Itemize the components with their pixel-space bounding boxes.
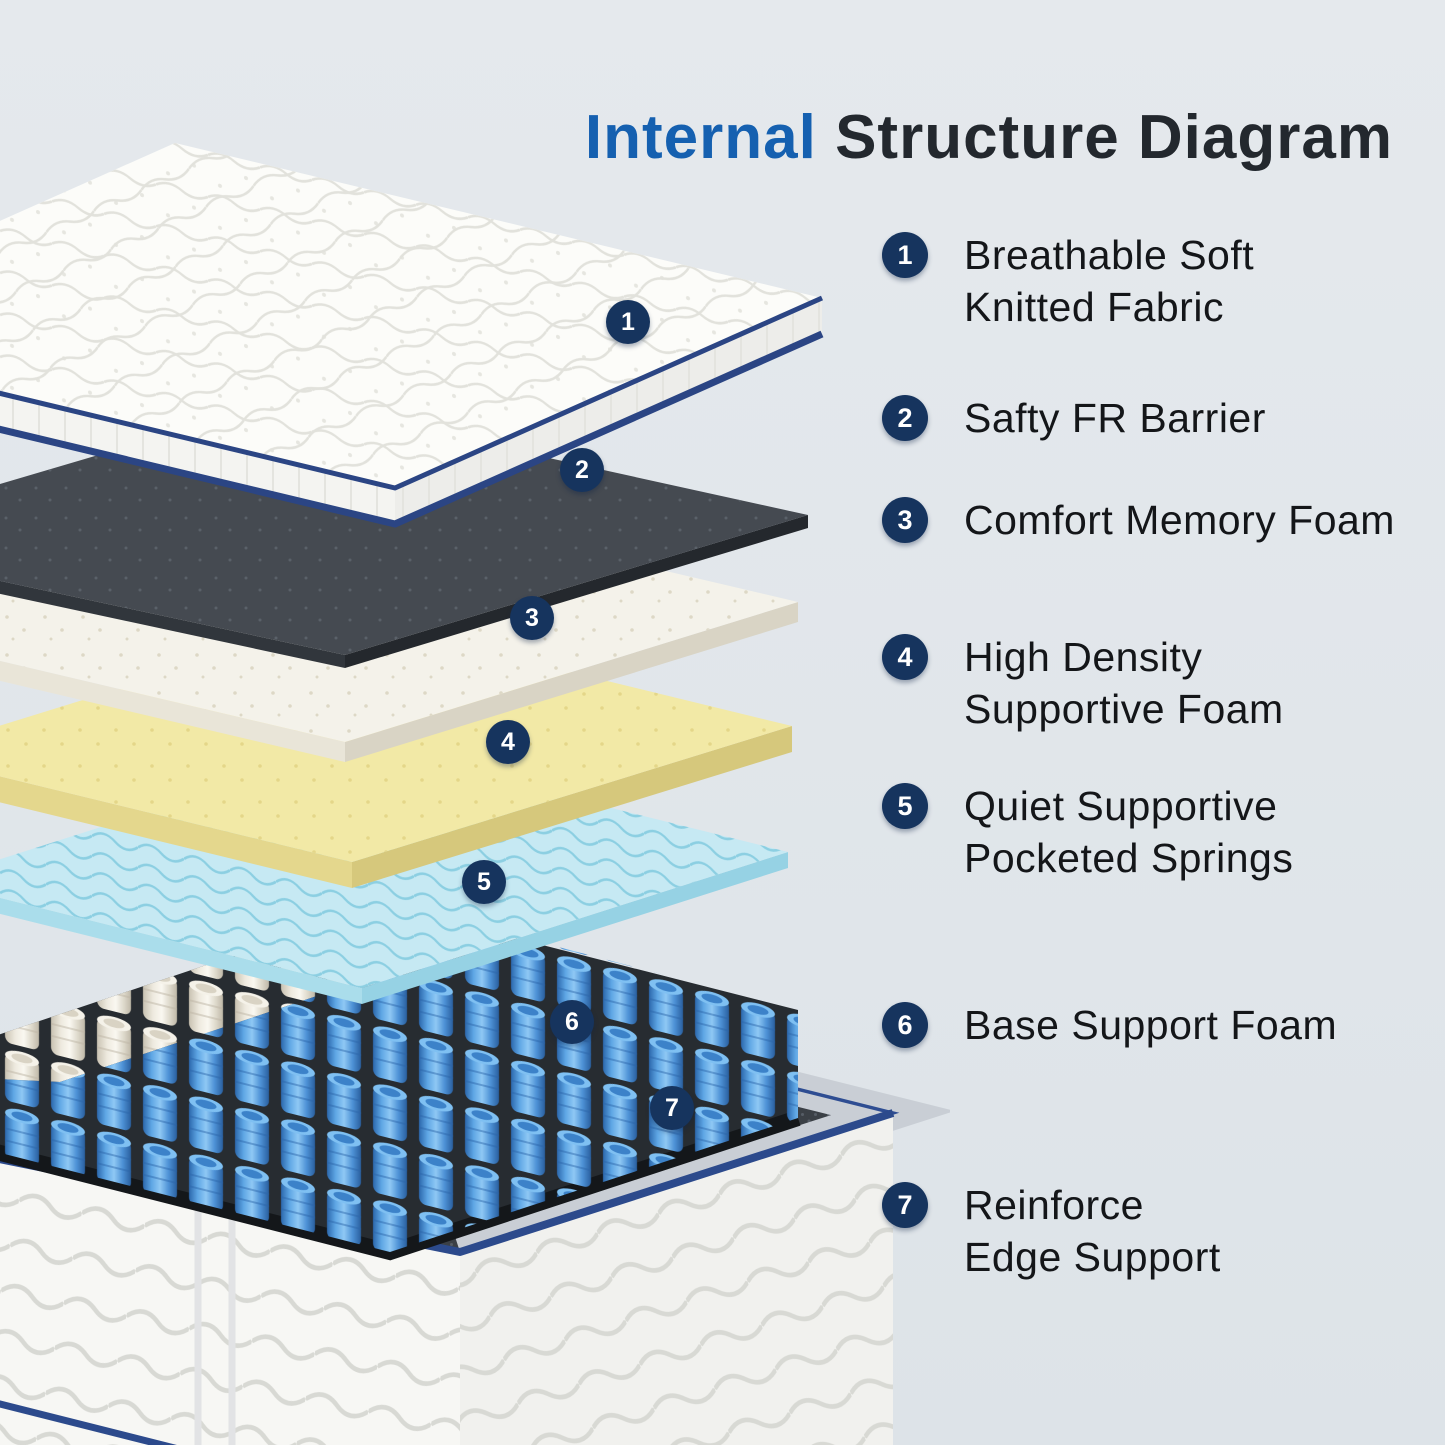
- diagram-marker-4: 4: [486, 720, 530, 764]
- legend-label-line: Knitted Fabric: [964, 284, 1224, 330]
- legend-label-line: Edge Support: [964, 1234, 1221, 1280]
- diagram-marker-1: 1: [606, 300, 650, 344]
- legend-label: Reinforce Edge Support: [964, 1179, 1221, 1283]
- diagram-marker-7: 7: [650, 1086, 694, 1130]
- legend-item-2: 2 Safty FR Barrier: [882, 392, 1266, 444]
- legend-item-4: 4 High Density Supportive Foam: [882, 631, 1284, 735]
- legend-label-line: Comfort Memory Foam: [964, 497, 1395, 543]
- diagram-marker-3: 3: [510, 596, 554, 640]
- mattress-illustration: [0, 143, 950, 1445]
- legend-label-line: Safty FR Barrier: [964, 395, 1266, 441]
- legend-label: Safty FR Barrier: [964, 392, 1266, 444]
- legend-number-badge: 4: [882, 634, 928, 680]
- legend-number-badge: 2: [882, 395, 928, 441]
- legend-item-1: 1 Breathable Soft Knitted Fabric: [882, 229, 1254, 333]
- legend-number-badge: 5: [882, 783, 928, 829]
- legend-label-line: Quiet Supportive: [964, 783, 1278, 829]
- legend-label-line: Base Support Foam: [964, 1002, 1338, 1048]
- diagram-marker-5: 5: [462, 860, 506, 904]
- page-title: Internal Structure Diagram: [585, 102, 1393, 173]
- legend-item-7: 7 Reinforce Edge Support: [882, 1179, 1221, 1283]
- legend-label: Breathable Soft Knitted Fabric: [964, 229, 1254, 333]
- legend-item-6: 6 Base Support Foam: [882, 999, 1337, 1051]
- legend-label: Quiet Supportive Pocketed Springs: [964, 780, 1293, 884]
- legend-label: Base Support Foam: [964, 999, 1337, 1051]
- legend-label-line: Supportive Foam: [964, 686, 1284, 732]
- legend-number-badge: 7: [882, 1182, 928, 1228]
- diagram-marker-6: 6: [550, 1000, 594, 1044]
- legend-number-badge: 3: [882, 497, 928, 543]
- legend-label-line: Reinforce: [964, 1182, 1144, 1228]
- legend-label-line: Breathable Soft: [964, 232, 1255, 278]
- layer-knitted-fabric: [0, 143, 824, 528]
- diagram-marker-2: 2: [560, 448, 604, 492]
- legend-item-3: 3 Comfort Memory Foam: [882, 494, 1395, 546]
- legend-number-badge: 6: [882, 1002, 928, 1048]
- legend-label: Comfort Memory Foam: [964, 494, 1395, 546]
- legend-label-line: Pocketed Springs: [964, 835, 1294, 881]
- title-highlight: Internal: [584, 102, 817, 172]
- legend-item-5: 5 Quiet Supportive Pocketed Springs: [882, 780, 1293, 884]
- legend-label-line: High Density: [964, 634, 1203, 680]
- title-rest: Structure Diagram: [816, 102, 1393, 172]
- legend-number-badge: 1: [882, 232, 928, 278]
- legend-label: High Density Supportive Foam: [964, 631, 1284, 735]
- blue-springs: [0, 933, 798, 1252]
